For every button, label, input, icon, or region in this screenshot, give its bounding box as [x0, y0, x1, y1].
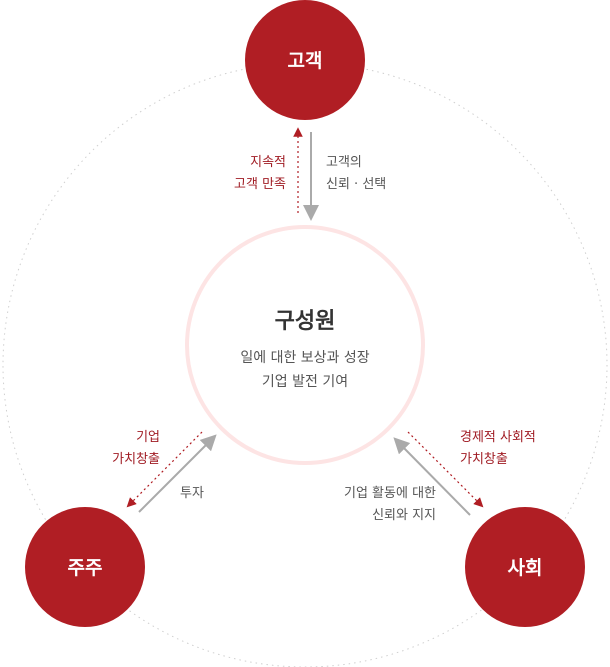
customer-node [245, 0, 365, 120]
shareholder-gray-arrow [138, 434, 217, 513]
shareholder-gray-label-1: 투자 [180, 486, 204, 501]
customer-gray-label-1: 고객의 [326, 155, 362, 170]
center-circle [185, 225, 425, 465]
shareholder-red-arrow [126, 431, 203, 508]
shareholder-node [25, 507, 145, 627]
society-red-arrow [407, 431, 484, 508]
customer-red-label-2: 고객 만족 [234, 177, 286, 192]
society-node [465, 507, 585, 627]
shareholder-red-label-2: 가치창출 [112, 452, 160, 467]
society-gray-label-2: 신뢰와 지지 [372, 508, 436, 523]
society-gray-label-1: 기업 활동에 대한 [344, 486, 436, 501]
society-red-label-1: 경제적 사회적 [460, 430, 536, 445]
center-line-2: 기업 발전 기여 [262, 374, 348, 390]
center-line-1: 일에 대한 보상과 성장 [240, 350, 369, 366]
customer-gray-label-2: 신뢰 · 선택 [326, 177, 386, 192]
shareholder-node-label: 주주 [68, 557, 103, 579]
customer-red-label-1: 지속적 [250, 155, 286, 170]
customer-node-label: 고객 [288, 50, 323, 72]
society-red-label-2: 가치창출 [460, 452, 508, 467]
outer-orbit [2, 62, 608, 667]
center-title: 구성원 [275, 309, 336, 334]
shareholder-red-label-1: 기업 [136, 430, 160, 445]
society-gray-arrow [393, 437, 471, 516]
society-node-label: 사회 [508, 557, 543, 579]
